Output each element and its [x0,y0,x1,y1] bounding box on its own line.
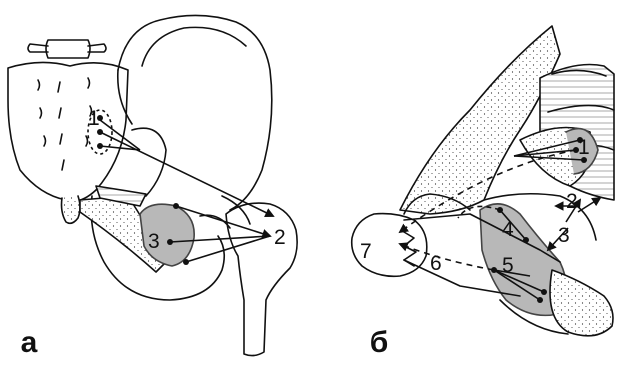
vertebra-body [46,40,90,58]
vertebra-process-left [28,44,48,52]
label-b-2: 2 [566,190,578,213]
label-b-4: 4 [502,218,514,241]
panel-b-drawing [352,26,614,336]
panel-letter-b: б [352,316,406,370]
label-b-5: 5 [502,254,514,277]
sacrum [8,62,128,201]
panel-a-drawing [8,15,297,355]
panel-letter-a: а [2,316,56,370]
label-b-7: 7 [360,240,372,263]
ischium-stippled [550,270,613,336]
ilium [118,15,272,210]
label-a-2: 2 [274,226,286,249]
coccyx [62,196,81,223]
label-a-3: 3 [148,230,160,253]
label-b-6: 6 [430,252,442,275]
label-b-1: 1 [578,136,590,159]
label-a-1: 1 [88,107,100,130]
ilium-stippled [400,26,560,214]
label-b-3: 3 [558,224,570,247]
